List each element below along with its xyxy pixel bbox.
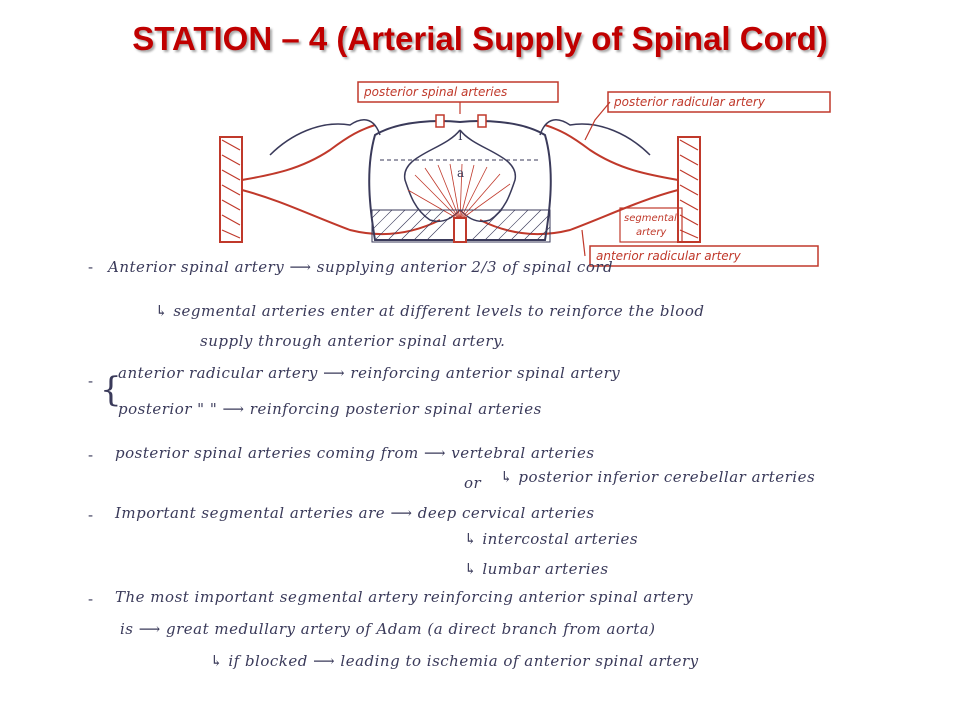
left-segmental-artery [241,124,376,181]
left-root-outline [269,119,381,156]
anterior-spinal-artery [453,217,467,243]
posterior-spinal-artery-right [477,114,487,128]
bullet-dash: - [88,372,94,390]
page-title: STATION – 4 (Arterial Supply of Spinal C… [132,20,828,57]
note-line-2: ↳ segmental arteries enter at different … [155,302,705,320]
label-box-anterior-radicular [589,245,819,267]
label-posterior-radicular-artery: posterior radicular artery [613,95,766,109]
note-line-8: Important segmental arteries are ⟶ deep … [115,504,595,522]
note-line-6: posterior spinal arteries coming from ⟶ … [115,444,595,462]
bullet-dash: - [88,590,94,608]
bullet-dash: - [88,446,94,464]
label-anterior-radicular-artery: anterior radicular artery [596,249,742,263]
spinal-cord-diagram: I a posterior spinal arteries posterior … [219,81,831,267]
label-box-posterior-spinal [357,81,559,103]
bullet-dash: - [88,506,94,524]
note-line-9: ↳ intercostal arteries [464,530,639,548]
right-segmental-artery [544,124,679,181]
bullet-dash: - [88,258,94,276]
posterior-mark: I [458,129,463,143]
left-vessel-wall [219,136,243,243]
note-line-10: ↳ lumbar arteries [464,560,609,578]
right-vessel-hatch [679,139,699,239]
label-box-segmental [619,207,683,243]
posterior-spinal-artery-left [435,114,445,128]
note-line-3: supply through anterior spinal artery. [200,332,506,350]
note-line-6-or: or [464,474,482,492]
sulcal-branches [407,163,511,221]
note-line-5: posterior " " ⟶ reinforcing posterior sp… [118,400,542,418]
note-line-7: ↳ posterior inferior cerebellar arteries [500,468,816,486]
note-line-11: The most important segmental artery rein… [115,588,694,606]
note-brace: { [100,370,123,410]
label-segmental-line1: segmental [624,213,677,224]
label-posterior-spinal-arteries: posterior spinal arteries [363,85,507,99]
note-line-13: ↳ if blocked ⟶ leading to ischemia of an… [210,652,699,670]
leader-posterior-radicular [584,101,611,141]
leader-anterior-radicular [581,229,586,257]
left-segmental-artery-lower [241,189,441,236]
right-segmental-artery-lower [479,189,679,236]
note-line-1: Anterior spinal artery ⟶ supplying anter… [108,258,614,276]
right-vessel-wall [677,136,701,243]
anterior-mark: a [457,166,464,180]
note-line-12: is ⟶ great medullary artery of Adam (a d… [120,620,656,638]
note-line-4: anterior radicular artery ⟶ reinforcing … [118,364,621,382]
right-root-outline [539,119,651,156]
label-segmental-line2: artery [636,227,667,238]
anterior-hatching [371,209,551,241]
label-box-posterior-radicular [607,91,831,113]
left-vessel-hatch [221,139,241,239]
